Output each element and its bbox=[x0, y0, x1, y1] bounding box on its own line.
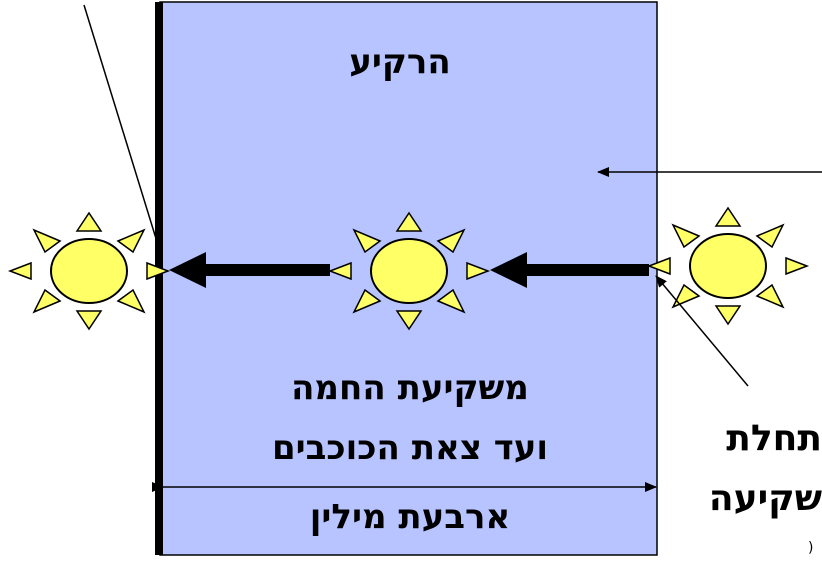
sun-icon bbox=[10, 213, 168, 329]
distance-label: ארבעת מילין bbox=[200, 497, 620, 537]
corner-mark: ( bbox=[808, 540, 813, 556]
pointer-line-left bbox=[84, 5, 162, 258]
sunset-label-line2: ועד צאת הכוכבים bbox=[200, 428, 620, 468]
sunset-begin-label-line1: תחלת bbox=[662, 418, 822, 459]
sun-icon bbox=[649, 208, 807, 324]
sunset-label-line1: משקיעת החמה bbox=[200, 368, 620, 408]
sunset-begin-label-line2: שקיעה bbox=[662, 478, 822, 519]
sky-label: הרקיע bbox=[300, 42, 500, 82]
horizon-line bbox=[155, 2, 163, 555]
